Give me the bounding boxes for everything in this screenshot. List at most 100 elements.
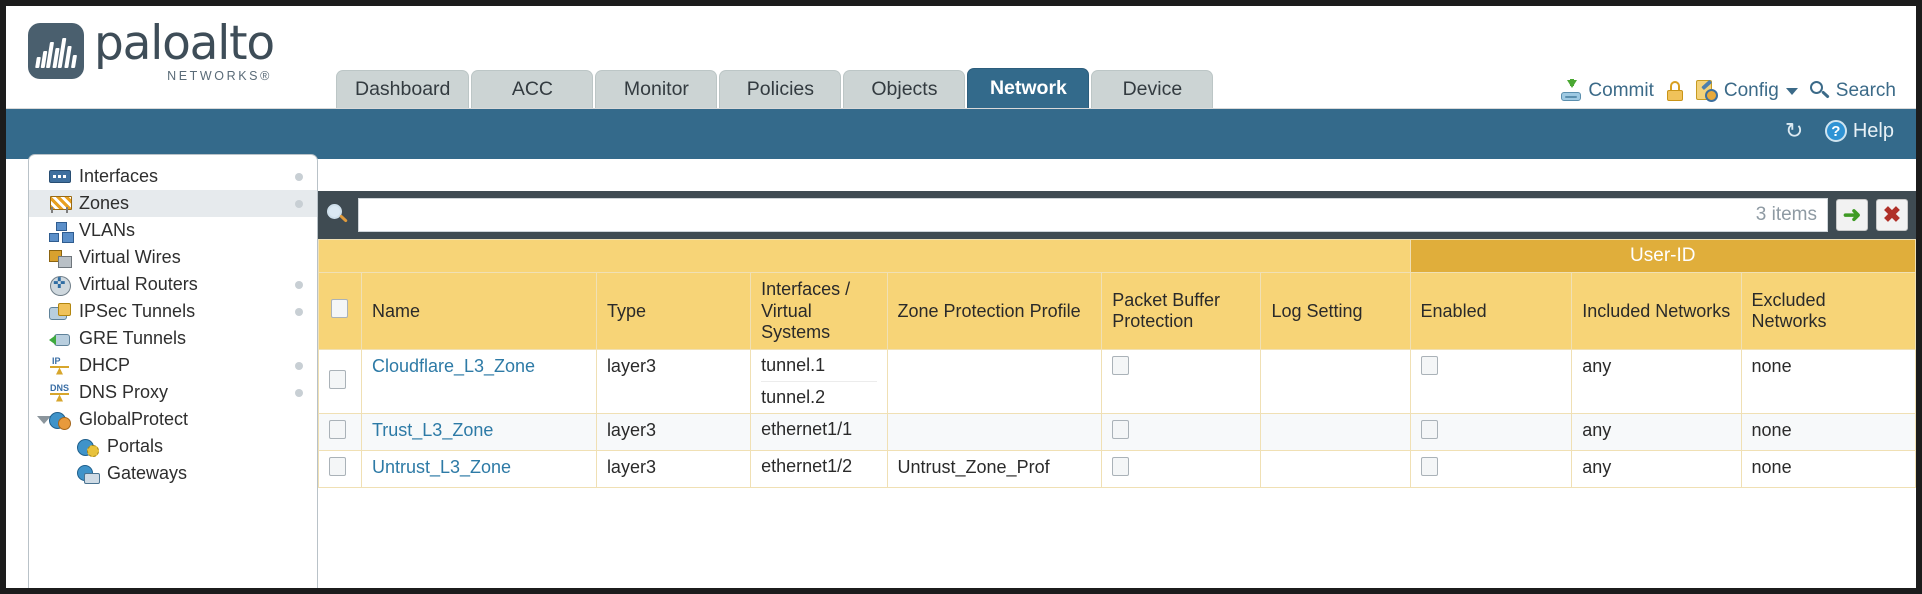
cell-excluded-networks: none [1740, 413, 1916, 452]
chevron-down-icon[interactable] [37, 415, 51, 424]
chevron-down-icon [1785, 87, 1798, 95]
sidebar-item-status-dot [295, 388, 303, 397]
help-label: Help [1852, 119, 1894, 142]
column-header-type[interactable]: Type [595, 272, 752, 351]
cell-packet-buffer-protection [1101, 450, 1262, 489]
sidebar-item-vlans[interactable]: VLANs [29, 217, 317, 244]
tab-device[interactable]: Device [1091, 70, 1214, 108]
virtual-routers-icon [49, 274, 71, 296]
sidebar-item-status-dot [295, 172, 303, 181]
cell-log-setting [1260, 349, 1411, 415]
row-checkbox[interactable] [329, 420, 346, 440]
column-header-label: Name [371, 300, 420, 321]
brand-name: paloalto [94, 16, 275, 71]
lock-button[interactable] [1666, 81, 1684, 101]
sidebar-item-label: Zones [79, 193, 130, 213]
sidebar-item-virtual-routers[interactable]: Virtual Routers [29, 271, 317, 298]
select-all-checkbox[interactable] [331, 299, 349, 319]
zone-name-link[interactable]: Untrust_L3_Zone [371, 457, 512, 478]
search-input[interactable]: 3 items [358, 198, 1828, 232]
tab-acc[interactable]: ACC [471, 70, 594, 108]
column-header-row: Name Type Interfaces / Virtual Systems Zone… [318, 272, 1916, 351]
cell-type: layer3 [595, 450, 752, 489]
column-header-log-setting[interactable]: Log Setting [1260, 272, 1411, 351]
column-header-enabled[interactable]: Enabled [1409, 272, 1573, 351]
close-icon: ✖ [1882, 202, 1902, 227]
column-header-included-networks[interactable]: Included Networks [1571, 272, 1742, 351]
search-button[interactable]: Search [1809, 80, 1896, 102]
commit-button[interactable]: Commit [1560, 79, 1654, 102]
sidebar-item-gre-tunnels[interactable]: GRE Tunnels [29, 325, 317, 352]
tab-policies[interactable]: Policies [719, 70, 842, 108]
packet-buffer-protection-checkbox[interactable] [1112, 356, 1130, 376]
portals-icon [77, 438, 99, 457]
tab-objects[interactable]: Objects [843, 70, 966, 108]
sidebar-item-label: Gateways [107, 463, 188, 483]
cell-type: layer3 [595, 413, 752, 452]
packet-buffer-protection-checkbox[interactable] [1112, 457, 1130, 477]
item-count-label: 3 items [1755, 204, 1817, 225]
tab-dashboard[interactable]: Dashboard [336, 70, 470, 108]
tab-label: Policies [746, 78, 814, 100]
apply-filter-button[interactable]: ➜ [1836, 199, 1868, 231]
dhcp-icon: IP [49, 356, 71, 375]
tab-label: Device [1122, 78, 1183, 100]
clear-filter-button[interactable]: ✖ [1876, 199, 1908, 231]
refresh-icon[interactable]: ↻ [1784, 118, 1804, 143]
column-header-label: Interfaces / Virtual Systems [761, 279, 851, 342]
sidebar-item-ipsec-tunnels[interactable]: IPSec Tunnels [29, 298, 317, 325]
column-header-packet-buffer-protection[interactable]: Packet Buffer Protection [1101, 272, 1262, 351]
sidebar-item-globalprotect[interactable]: GlobalProtect [29, 406, 317, 433]
userid-enabled-checkbox[interactable] [1420, 420, 1438, 440]
tab-network[interactable]: Network [967, 68, 1090, 108]
sidebar-item-label: VLANs [79, 220, 136, 240]
column-header-label: Log Setting [1271, 300, 1363, 321]
sidebar-item-label: DNS Proxy [79, 382, 169, 402]
tab-monitor[interactable]: Monitor [595, 70, 718, 108]
sidebar-item-portals[interactable]: Portals [29, 433, 317, 460]
userid-enabled-checkbox[interactable] [1420, 356, 1438, 376]
column-header-label: Enabled [1420, 300, 1487, 321]
cell-included-networks: any [1571, 413, 1742, 452]
userid-enabled-checkbox[interactable] [1420, 457, 1438, 477]
zone-name-link[interactable]: Trust_L3_Zone [371, 420, 494, 441]
sidebar-item-virtual-wires[interactable]: Virtual Wires [29, 244, 317, 271]
column-header-zone-protection-profile[interactable]: Zone Protection Profile [886, 272, 1103, 351]
sidebar-item-zones[interactable]: Zones [29, 190, 317, 217]
column-header-name[interactable]: Name [360, 272, 597, 351]
sidebar-item-label: Virtual Routers [79, 274, 198, 294]
column-header-label: Excluded Networks [1751, 290, 1827, 332]
column-header-excluded-networks[interactable]: Excluded Networks [1740, 272, 1916, 351]
sidebar-item-gateways[interactable]: Gateways [29, 460, 317, 487]
cell-zone-protection-profile [886, 349, 1103, 415]
packet-buffer-protection-checkbox[interactable] [1112, 420, 1130, 440]
interface-item: ethernet1/2 [761, 456, 853, 477]
cell-userid-enabled [1409, 413, 1573, 452]
filter-search-icon[interactable] [326, 203, 350, 227]
zone-name-link[interactable]: Cloudflare_L3_Zone [371, 356, 536, 377]
row-checkbox[interactable] [329, 457, 346, 477]
select-all-header [318, 272, 362, 351]
sidebar-item-label: GRE Tunnels [79, 328, 187, 348]
tab-label: Network [989, 77, 1067, 99]
cell-userid-enabled [1409, 450, 1573, 489]
config-menu[interactable]: Config [1695, 79, 1798, 102]
help-button[interactable]: ? Help [1824, 119, 1894, 143]
gre-tunnels-icon [49, 330, 71, 348]
config-icon [1695, 79, 1718, 102]
column-header-label: Type [606, 300, 646, 321]
row-checkbox[interactable] [329, 369, 346, 389]
sidebar-item-interfaces[interactable]: Interfaces [29, 163, 317, 190]
sidebar-item-label: Portals [107, 436, 164, 456]
cell-included-networks: any [1571, 349, 1742, 415]
column-header-interfaces-virtual-systems[interactable]: Interfaces / Virtual Systems [750, 272, 888, 351]
